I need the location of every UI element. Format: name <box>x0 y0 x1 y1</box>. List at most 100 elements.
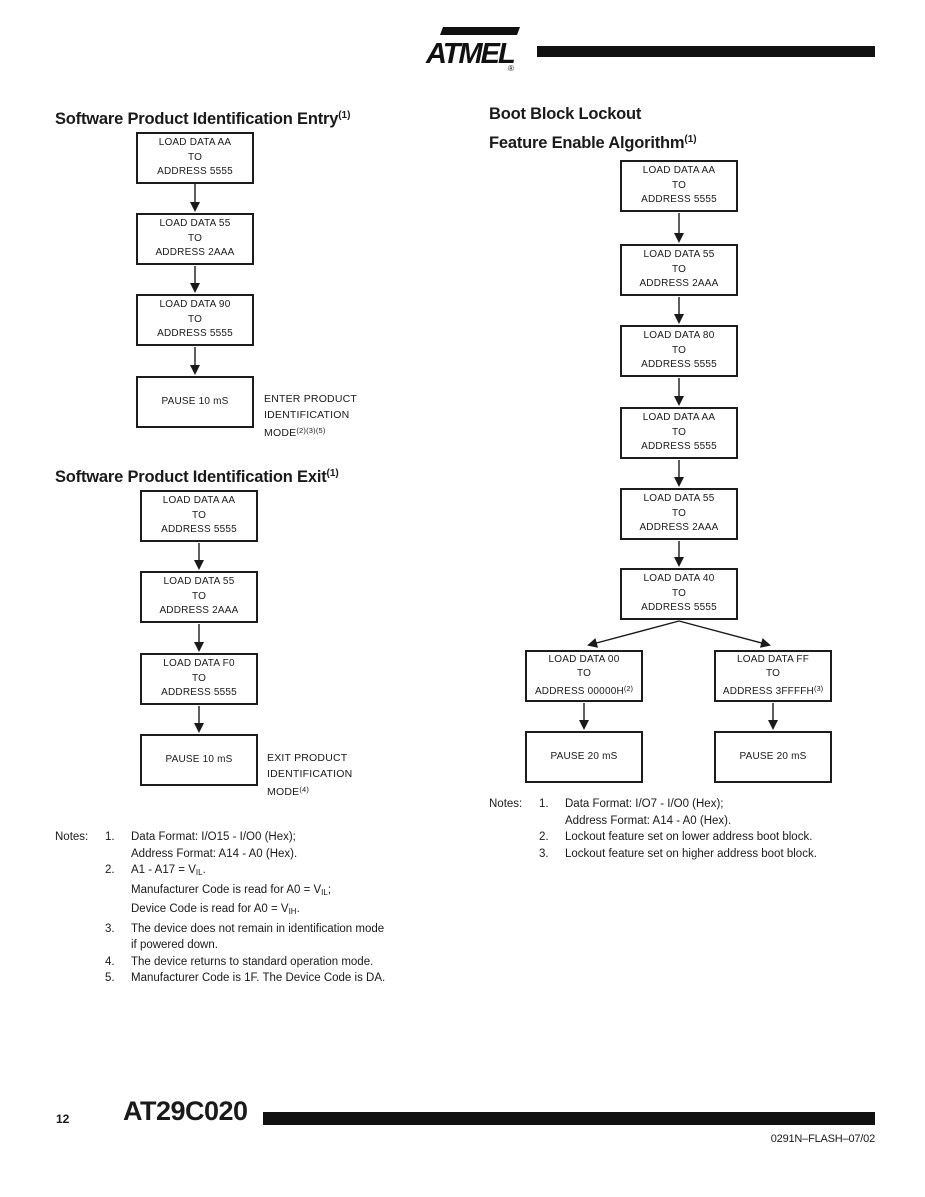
flow-node-exit-3: LOAD DATA F0 TO ADDRESS 5555 <box>140 653 258 705</box>
registered-trademark-symbol: ® <box>508 64 514 72</box>
flow-node-boot-lower-block: LOAD DATA 00 TO ADDRESS 00000H(2) <box>525 650 643 702</box>
node-line: LOAD DATA 40 <box>643 573 715 585</box>
subscript: IH <box>288 907 297 916</box>
node-line: LOAD DATA 90 <box>159 299 231 311</box>
note-item: 5. Manufacturer Code is 1F. The Device C… <box>105 970 475 987</box>
flow-node-boot-4: LOAD DATA AA TO ADDRESS 5555 <box>620 407 738 459</box>
note-number <box>105 882 131 902</box>
note-number <box>105 937 131 954</box>
node-line: PAUSE 20 mS <box>739 750 807 762</box>
node-line: TO <box>671 179 687 191</box>
flow-node-entry-2: LOAD DATA 55 TO ADDRESS 2AAA <box>136 213 254 265</box>
node-line: TO <box>671 263 687 275</box>
node-line: LOAD DATA AA <box>158 137 232 149</box>
node-line: ADDRESS 5555 <box>641 602 717 614</box>
section-title-boot: Boot Block Lockout Feature Enable Algori… <box>489 101 697 156</box>
node-line: ADDRESS 5555 <box>641 194 717 206</box>
note-item: 2. A1 - A17 = VIL. <box>105 862 475 882</box>
flow-node-entry-1: LOAD DATA AA TO ADDRESS 5555 <box>136 132 254 184</box>
node-line: LOAD DATA 00 <box>548 653 620 665</box>
note-number: 3. <box>539 847 549 860</box>
flow-node-boot-pause-left: PAUSE 20 mS <box>525 731 643 783</box>
flow-node-entry-pause: PAUSE 10 mS <box>136 376 254 428</box>
node-line: TO <box>671 507 687 519</box>
section-title-boot-line2: Feature Enable Algorithm(1) <box>489 127 697 156</box>
flow-node-boot-3: LOAD DATA 80 TO ADDRESS 5555 <box>620 325 738 377</box>
note-number <box>539 813 565 830</box>
notes-label: Notes: <box>489 798 523 810</box>
annotation-text: MODE <box>264 427 297 439</box>
notes-label: Notes: <box>55 831 89 843</box>
notes-left: Notes: 1. Data Format: I/O15 - I/O0 (Hex… <box>55 829 475 987</box>
node-line: TO <box>576 668 592 680</box>
annotation-line: IDENTIFICATION <box>267 768 353 780</box>
flow-node-exit-pause: PAUSE 10 mS <box>140 734 258 786</box>
note-number: 2. <box>539 831 549 843</box>
annotation-line: IDENTIFICATION <box>264 409 350 421</box>
node-line: ADDRESS 2AAA <box>639 278 719 290</box>
footnote-ref: (4) <box>299 785 310 794</box>
note-text: Manufacturer Code is read for A0 = VIL; <box>131 882 475 902</box>
node-line: LOAD DATA AA <box>642 412 716 424</box>
flow-node-boot-5: LOAD DATA 55 TO ADDRESS 2AAA <box>620 488 738 540</box>
flow-node-exit-2: LOAD DATA 55 TO ADDRESS 2AAA <box>140 571 258 623</box>
node-line: LOAD DATA F0 <box>163 658 235 670</box>
note-text: Address Format: A14 - A0 (Hex). <box>565 814 732 827</box>
node-line: ADDRESS 5555 <box>161 524 237 536</box>
footnote-ref: (3) <box>813 683 824 693</box>
flow-node-boot-pause-right: PAUSE 20 mS <box>714 731 832 783</box>
note-item: Manufacturer Code is read for A0 = VIL; <box>105 882 475 902</box>
note-item: Address Format: A14 - A0 (Hex). <box>539 813 889 830</box>
note-number: 1. <box>539 798 549 810</box>
flow-node-exit-1: LOAD DATA AA TO ADDRESS 5555 <box>140 490 258 542</box>
node-text: ADDRESS 00000H <box>534 685 624 697</box>
note-text: The device returns to standard operation… <box>131 955 374 968</box>
note-text: The device does not remain in identifica… <box>131 922 385 935</box>
annotation-text: MODE <box>267 786 300 798</box>
note-item: if powered down. <box>105 937 475 954</box>
annotation-line: MODE(2)(3)(5) <box>264 423 357 441</box>
annotation-line: ENTER PRODUCT <box>264 393 358 405</box>
flow-node-boot-2: LOAD DATA 55 TO ADDRESS 2AAA <box>620 244 738 296</box>
note-number <box>105 846 131 863</box>
note-item: 4. The device returns to standard operat… <box>105 954 475 971</box>
section-title-entry-text: Software Product Identification Entry <box>55 110 339 128</box>
note-number <box>105 901 131 921</box>
note-text-part: A1 - A17 = V <box>131 864 196 876</box>
note-text-part: Manufacturer Code is read for A0 = V <box>131 883 322 896</box>
note-text: Device Code is read for A0 = VIH. <box>131 901 475 921</box>
note-text-part: ; <box>327 883 332 896</box>
node-line: ADDRESS 2AAA <box>155 247 235 259</box>
footnote-ref: (1) <box>326 468 339 479</box>
node-line: TO <box>191 509 207 521</box>
page-number: 12 <box>56 1112 70 1126</box>
node-line: PAUSE 10 mS <box>165 753 233 765</box>
node-line: LOAD DATA AA <box>162 495 236 507</box>
note-text: Data Format: I/O7 - I/O0 (Hex); <box>565 798 724 810</box>
node-line: ADDRESS 5555 <box>641 359 717 371</box>
exit-mode-annotation: EXIT PRODUCT IDENTIFICATION MODE(4) <box>267 750 352 800</box>
node-line: ADDRESS 5555 <box>157 328 233 340</box>
node-line: TO <box>671 426 687 438</box>
flow-node-entry-3: LOAD DATA 90 TO ADDRESS 5555 <box>136 294 254 346</box>
note-number: 1. <box>105 831 115 843</box>
section-title-entry: Software Product Identification Entry(1) <box>55 103 350 132</box>
note-item: 3. The device does not remain in identif… <box>105 921 475 938</box>
node-line: TO <box>191 672 207 684</box>
node-line: ADDRESS 00000H(2) <box>535 682 633 700</box>
note-number: 3. <box>105 922 115 935</box>
note-text-part: . <box>296 903 300 915</box>
node-line: ADDRESS 2AAA <box>159 605 239 617</box>
note-item: Address Format: A14 - A0 (Hex). <box>105 846 475 863</box>
note-number: 4. <box>105 955 115 968</box>
note-text: Lockout feature set on higher address bo… <box>565 847 817 860</box>
node-line: LOAD DATA 80 <box>643 330 715 342</box>
flow-node-boot-higher-block: LOAD DATA FF TO ADDRESS 3FFFFH(3) <box>714 650 832 702</box>
section-title-boot-line1: Boot Block Lockout <box>489 105 642 123</box>
footnote-ref: (2)(3)(5) <box>296 426 326 435</box>
node-line: ADDRESS 5555 <box>641 441 717 453</box>
entry-mode-annotation: ENTER PRODUCT IDENTIFICATION MODE(2)(3)(… <box>264 391 357 441</box>
node-line: TO <box>671 587 687 599</box>
note-item: 1. Data Format: I/O7 - I/O0 (Hex); <box>539 796 889 813</box>
node-line: ADDRESS 3FFFFH(3) <box>723 682 823 700</box>
